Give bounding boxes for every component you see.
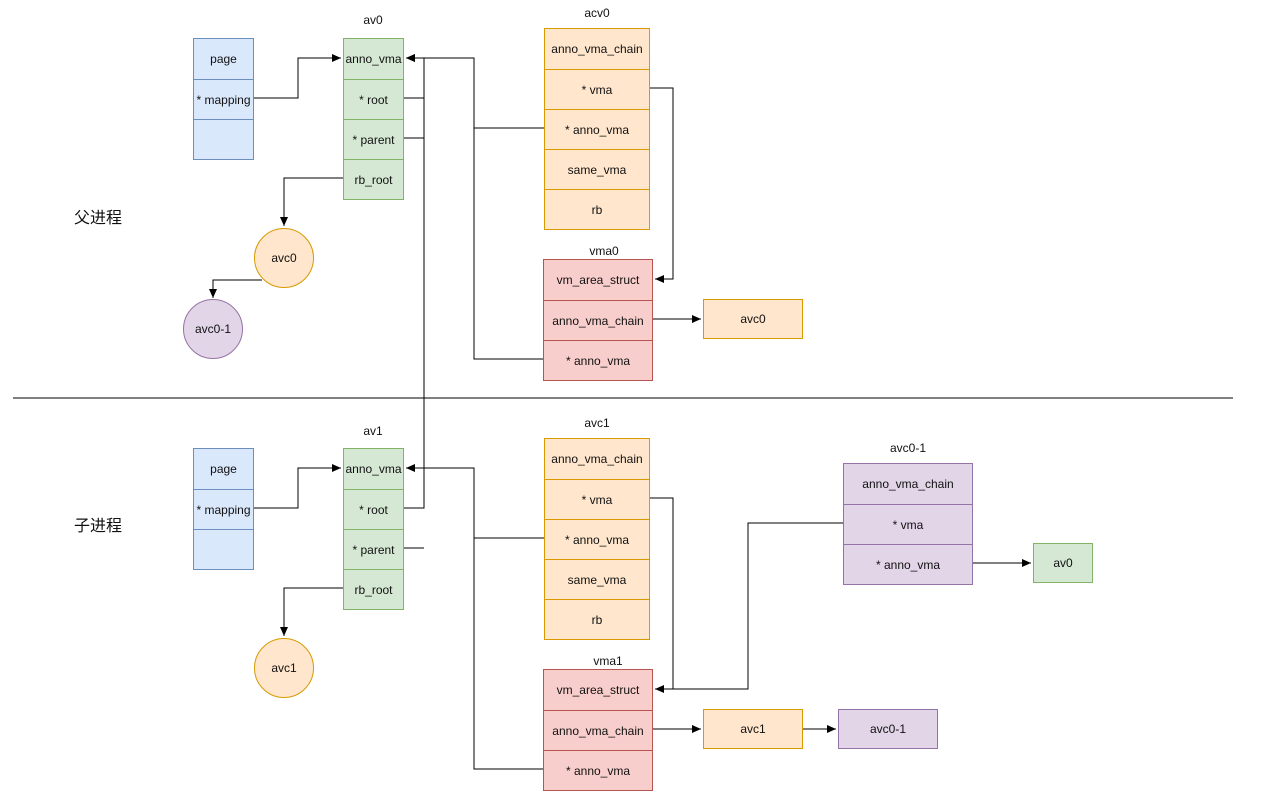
avc1-cell-rb: rb [545, 599, 649, 639]
avc1-circle: avc1 [254, 638, 314, 698]
edge-av1-root-to-av0 [404, 58, 425, 509]
edge-acv0-vma-to-vma0 [650, 87, 674, 283]
acv0-cell-anno-vma: * anno_vma [545, 109, 649, 149]
av0-cell-anno-vma: anno_vma [345, 52, 402, 66]
avc0-1-cell-anno-vma: * anno_vma [844, 544, 972, 584]
vma0-cell-anno-vma-chain: anno_vma_chain [544, 300, 652, 340]
edge-avc0-to-avc0-1 [209, 279, 262, 298]
child-process-label: 子进程 [74, 518, 123, 535]
avc1-box: avc1 [703, 709, 803, 749]
vma0-struct: vm_area_struct anno_vma_chain * anno_vma [543, 259, 653, 381]
acv0-cell-rb: rb [545, 189, 649, 229]
av1-cell-root: * root [344, 489, 403, 529]
avc0-circle: avc0 [254, 228, 314, 288]
avc1-cell-same-vma: same_vma [545, 559, 649, 599]
edge-vma0-anno-vma-to-av0 [473, 128, 543, 360]
vma1-cell-vm-area-struct: vm_area_struct [556, 683, 640, 697]
page-cell-page: page [210, 52, 237, 66]
vma0-title: vma0 [589, 244, 619, 258]
avc1-cell-vma: * vma [545, 479, 649, 519]
avc1-cell-anno-vma: * anno_vma [545, 519, 649, 559]
av1-cell-parent: * parent [344, 529, 403, 569]
acv0-struct: anno_vma_chain * vma * anno_vma same_vma… [544, 28, 650, 230]
acv0-cell-anno-vma-chain: anno_vma_chain [551, 42, 643, 56]
avc0-1-struct: anno_vma_chain * vma * anno_vma [843, 463, 973, 585]
avc0-1-cell-vma: * vma [844, 504, 972, 544]
parent-process-label: 父进程 [74, 210, 123, 227]
vma0-cell-vm-area-struct: vm_area_struct [556, 273, 640, 287]
av1-cell-rb-root: rb_root [344, 569, 403, 609]
av0-cell-parent: * parent [344, 119, 403, 159]
av1-title: av1 [363, 424, 383, 438]
av0-cell-rb-root: rb_root [344, 159, 403, 199]
page-cell-empty [194, 119, 253, 159]
acv0-cell-same-vma: same_vma [545, 149, 649, 189]
edge-av0-root-self [404, 54, 425, 99]
parent-page-struct: page * mapping [193, 38, 254, 160]
avc0-box: avc0 [703, 299, 803, 339]
vma1-title: vma1 [593, 654, 623, 668]
avc1-struct: anno_vma_chain * vma * anno_vma same_vma… [544, 438, 650, 640]
vma1-cell-anno-vma: * anno_vma [544, 750, 652, 790]
child-page-cell-mapping: * mapping [194, 489, 253, 529]
avc0-1-circle: avc0-1 [183, 299, 243, 359]
edge-avc0-1-vma-to-vma1 [673, 522, 843, 690]
acv0-title: acv0 [584, 6, 610, 20]
edge-avc1-anno-vma-to-av1 [406, 464, 544, 539]
child-page-cell-page: page [210, 462, 237, 476]
avc0-1-box: avc0-1 [838, 709, 938, 749]
edge-vma1-anno-vma-to-av1 [473, 538, 543, 770]
av1-struct: anno_vma * root * parent rb_root [343, 448, 404, 610]
avc0-1-cell-anno-vma-chain: anno_vma_chain [862, 477, 954, 491]
vma0-cell-anno-vma: * anno_vma [544, 340, 652, 380]
av0-cell-root: * root [344, 79, 403, 119]
av0-struct: anno_vma * root * parent rb_root [343, 38, 404, 200]
child-page-struct: page * mapping [193, 448, 254, 570]
edge-mapping-to-av0 [254, 54, 341, 99]
edge-child-mapping-to-av1 [254, 464, 341, 509]
edge-rbroot-to-avc0 [280, 177, 343, 226]
avc1-title: avc1 [584, 416, 610, 430]
edge-avc1-vma-to-vma1 [650, 497, 674, 693]
avc0-1-title: avc0-1 [889, 441, 927, 455]
edge-rbroot1-to-avc1 [280, 587, 343, 636]
acv0-cell-vma: * vma [545, 69, 649, 109]
avc1-cell-anno-vma-chain: anno_vma_chain [551, 452, 643, 466]
edge-acv0-anno-vma-to-av0 [406, 54, 544, 129]
vma1-struct: vm_area_struct anno_vma_chain * anno_vma [543, 669, 653, 791]
av1-cell-anno-vma: anno_vma [345, 462, 402, 476]
av0-title: av0 [363, 13, 383, 27]
child-page-cell-empty [194, 529, 253, 569]
page-cell-mapping: * mapping [194, 79, 253, 119]
av0-ref-box: av0 [1033, 543, 1093, 583]
vma1-cell-anno-vma-chain: anno_vma_chain [544, 710, 652, 750]
